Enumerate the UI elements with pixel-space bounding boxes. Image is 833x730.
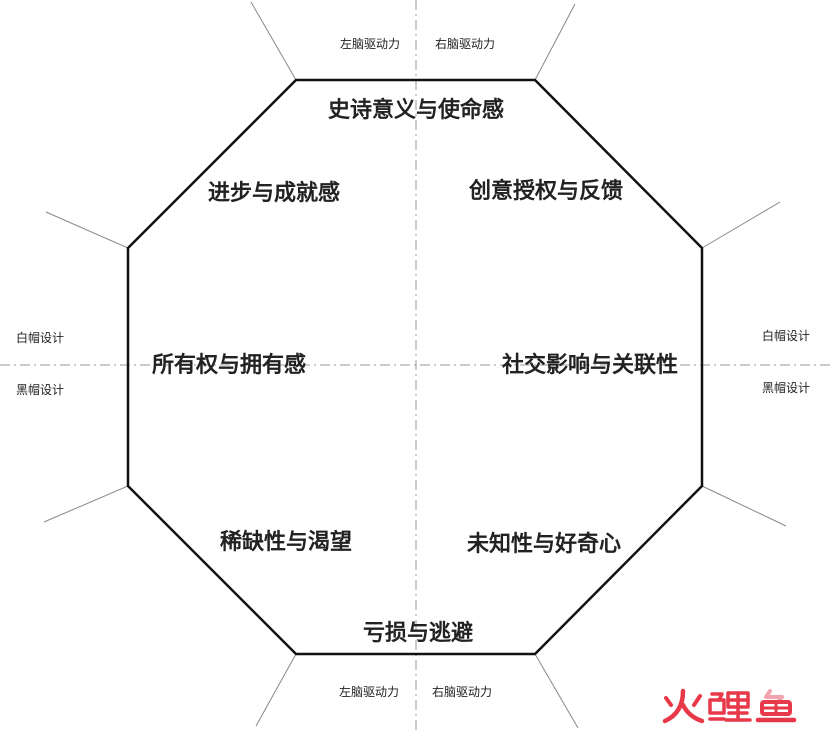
spoke-left-upper — [45, 211, 129, 249]
label-left-black-hat: 黑帽设计 — [15, 383, 65, 397]
label-bottom-right-brain: 右脑驱动力 — [431, 685, 493, 699]
spoke-bottom-left — [255, 653, 297, 727]
label-right-white-hat: 白帽设计 — [761, 329, 811, 343]
drive-bottom-left: 稀缺性与渴望 — [219, 530, 353, 555]
drive-top: 史诗意义与使命感 — [327, 98, 505, 123]
watermark-logo — [662, 688, 797, 724]
spoke-right-upper — [701, 201, 781, 249]
label-top-right-brain: 右脑驱动力 — [434, 37, 496, 51]
drive-left: 所有权与拥有感 — [151, 353, 307, 378]
drive-bottom-right: 未知性与好奇心 — [466, 532, 622, 557]
spoke-left-lower — [43, 485, 129, 523]
spoke-top-left — [250, 1, 297, 81]
label-bottom-left-brain: 左脑驱动力 — [338, 685, 400, 699]
drive-top-right: 创意授权与反馈 — [468, 179, 624, 204]
spoke-top-right — [534, 3, 576, 81]
drive-bottom: 亏损与逃避 — [362, 621, 474, 646]
corner-spokes — [43, 1, 787, 729]
label-left-white-hat: 白帽设计 — [15, 331, 65, 345]
drive-top-left: 进步与成就感 — [207, 181, 341, 206]
octagon-outline — [126, 78, 704, 656]
label-top-left-brain: 左脑驱动力 — [339, 37, 401, 51]
drive-right: 社交影响与关联性 — [501, 353, 679, 378]
spoke-right-lower — [701, 485, 787, 527]
spoke-bottom-right — [534, 653, 579, 729]
label-right-black-hat: 黑帽设计 — [761, 381, 811, 395]
